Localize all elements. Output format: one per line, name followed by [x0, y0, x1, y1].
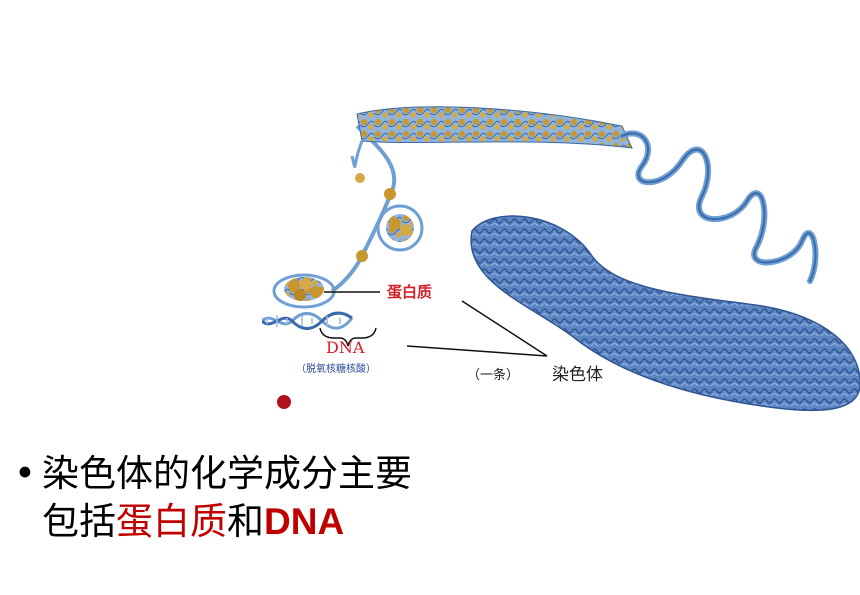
label-chromosome: 染色体: [552, 365, 603, 385]
solenoid-fiber: [350, 106, 633, 169]
bullet-line-1: •染色体的化学成分主要: [14, 450, 412, 498]
chromosome-structure-figure: 蛋白质 DNA （脱氧核糖核酸） （一条） 染色体: [262, 106, 860, 415]
chromosome-illustration: [262, 106, 860, 412]
label-pointers: [319, 291, 548, 357]
red-dot: [277, 395, 291, 409]
bullet-marker: •: [14, 452, 36, 495]
label-dna: DNA: [326, 338, 365, 357]
histone-bead: [356, 250, 368, 262]
chromatin-strand: [330, 124, 397, 293]
label-protein: 蛋白质: [387, 283, 433, 301]
nucleosome-middle: [376, 204, 424, 252]
bullet-point: •染色体的化学成分主要 包括蛋白质和DNA: [14, 450, 412, 546]
label-dna-full-name: （脱氧核糖核酸）: [296, 364, 376, 375]
bullet-text-and: 和: [227, 500, 264, 543]
bullet-text-line1: 染色体的化学成分主要: [42, 452, 412, 495]
highlight-protein: 蛋白质: [116, 500, 227, 543]
coiled-fiber: [619, 130, 819, 284]
dna-double-helix: [262, 311, 354, 330]
bullet-line-2: 包括蛋白质和DNA: [14, 498, 412, 546]
bullet-text-prefix: 包括: [42, 500, 116, 543]
histone-bead: [355, 173, 365, 183]
nucleosome-bottom: [272, 273, 336, 309]
highlight-dna: DNA: [264, 501, 345, 542]
histone-bead: [384, 188, 396, 200]
label-chromosome-count: （一条）: [467, 368, 520, 383]
